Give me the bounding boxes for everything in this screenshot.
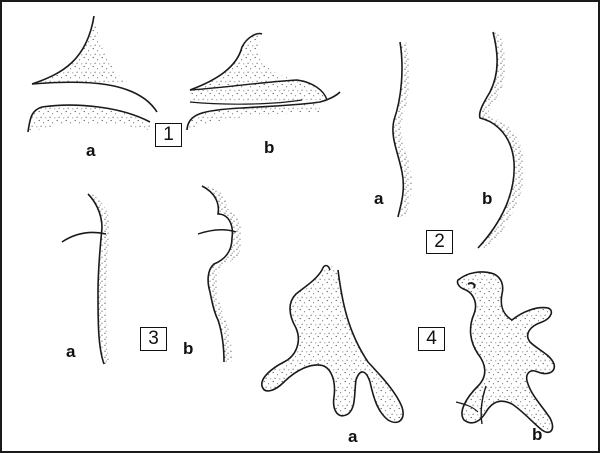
- panel-2b-drawing: [478, 32, 524, 248]
- panel-2-number-box: 2: [426, 230, 453, 254]
- panel-4-label-a: a: [348, 428, 357, 445]
- panel-4b-drawing: [456, 272, 554, 432]
- panel-3b-drawing: [198, 186, 242, 362]
- panel-3-label-b: b: [183, 340, 193, 357]
- panel-4a-drawing: [262, 265, 403, 423]
- panel-1-label-b: b: [264, 139, 274, 156]
- panel-1a-drawing: [28, 16, 157, 132]
- panel-4-number-box: 4: [418, 327, 445, 351]
- panel-2a-drawing: [393, 42, 412, 217]
- panel-2-label-a: a: [374, 190, 383, 207]
- panel-4-label-b: b: [532, 426, 542, 443]
- panel-1b-drawing: [187, 34, 340, 130]
- panel-3a-drawing: [62, 194, 110, 364]
- panel-2-label-b: b: [482, 190, 492, 207]
- panel-3-label-a: a: [66, 343, 75, 360]
- panel-1-label-a: a: [86, 142, 95, 159]
- panel-3-number-box: 3: [140, 327, 167, 351]
- panel-1-number-box: 1: [155, 123, 182, 147]
